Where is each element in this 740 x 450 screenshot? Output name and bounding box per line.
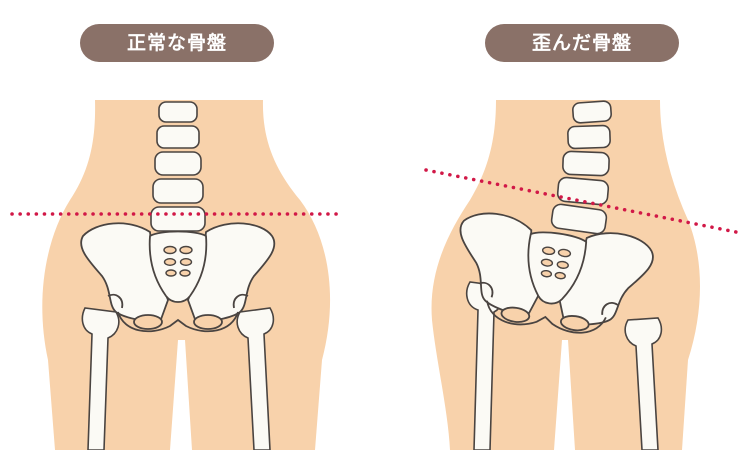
- hip-joint-right: [232, 293, 249, 309]
- vertebra-4: [152, 178, 204, 204]
- label-distorted-pelvis: 歪んだ骨盤: [485, 24, 679, 62]
- pubic-ring: [117, 311, 239, 333]
- vertebra-3: [154, 151, 202, 176]
- normal-pelvis-figure: [10, 100, 346, 450]
- obturator-left: [133, 314, 163, 330]
- hip-joint-left: [107, 293, 124, 309]
- vertebra-2: [156, 125, 200, 149]
- panel-distorted-pelvis: 歪んだ骨盤: [370, 0, 740, 450]
- vertebra-5: [150, 206, 206, 232]
- vertebra-4: [556, 176, 610, 206]
- obturator-right: [559, 315, 590, 332]
- panel-normal-pelvis: 正常な骨盤: [10, 24, 346, 450]
- vertebra-2: [567, 124, 611, 150]
- vertebra-3: [562, 150, 610, 177]
- femur-left: [81, 307, 120, 450]
- obturator-left: [500, 306, 531, 323]
- vertebra-1: [572, 100, 612, 124]
- vertebra-1: [158, 101, 198, 123]
- vertebra-5: [550, 203, 608, 235]
- hip-joint-left: [479, 281, 494, 298]
- hip-joint-right: [601, 302, 619, 315]
- femur-right: [624, 317, 663, 450]
- obturator-right: [193, 314, 223, 330]
- femur-right: [236, 307, 275, 450]
- distorted-pelvis-figure: [424, 100, 738, 450]
- pubic-ring: [486, 300, 607, 334]
- label-normal-pelvis: 正常な骨盤: [80, 24, 274, 62]
